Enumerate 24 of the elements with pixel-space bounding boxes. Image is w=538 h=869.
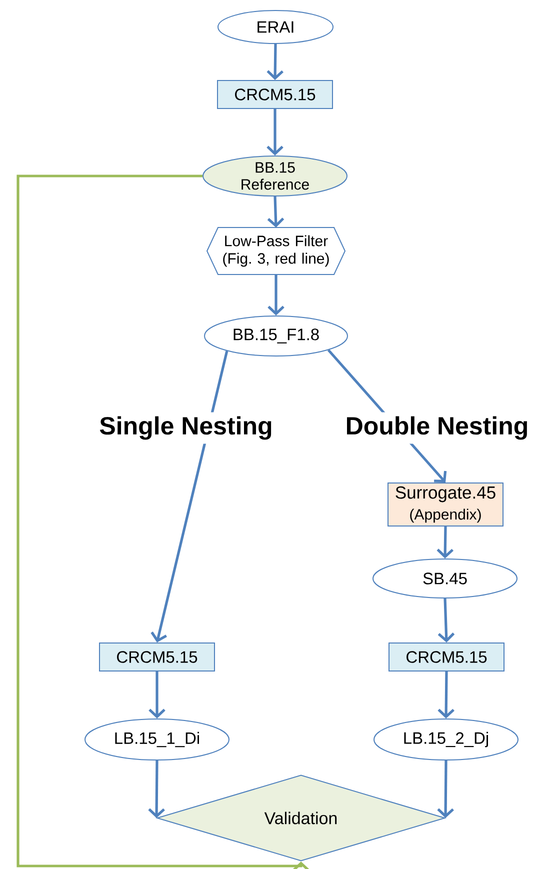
arrow xyxy=(148,672,166,718)
arrow xyxy=(266,44,284,80)
arrow xyxy=(16,174,310,869)
arrow xyxy=(436,526,454,558)
arrow xyxy=(438,672,454,718)
branch-label: Double Nesting xyxy=(342,412,532,444)
ellipse-node: BB.15_F1.8 xyxy=(204,316,348,356)
process-box: CRCM5.15 xyxy=(388,642,504,672)
arrow xyxy=(437,760,454,818)
arrow xyxy=(148,760,165,818)
ellipse-node: LB.15_2_Dj xyxy=(374,718,518,760)
arrow xyxy=(266,109,284,156)
ellipse-node: ERAI xyxy=(218,10,334,44)
ellipse-node: BB.15 Reference xyxy=(202,156,348,196)
arrow xyxy=(267,196,284,228)
ellipse-node: LB.15_1_Di xyxy=(84,718,230,760)
ellipse-node: SB.45 xyxy=(372,558,518,598)
arrow xyxy=(268,274,284,316)
arrow xyxy=(150,350,228,642)
process-box: Surrogate.45 (Appendix) xyxy=(388,482,504,526)
process-box: CRCM5.15 xyxy=(217,80,333,109)
process-box: CRCM5.15 xyxy=(99,642,215,672)
arrow xyxy=(438,598,455,642)
branch-label: Single Nesting xyxy=(96,412,276,444)
